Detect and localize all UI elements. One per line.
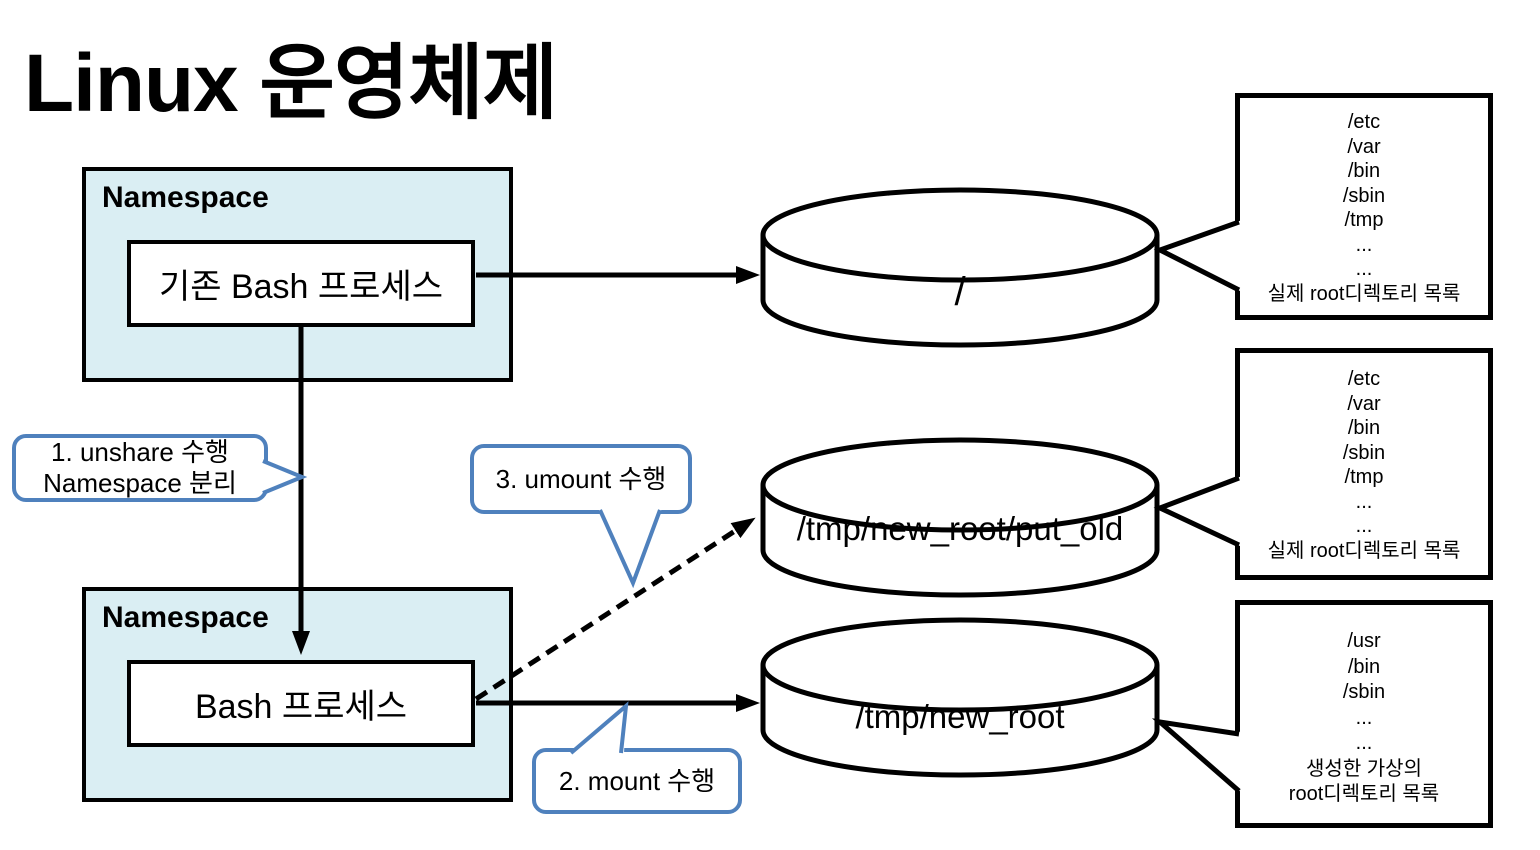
listing-line: ... <box>1355 490 1373 513</box>
namespace-1-label: Namespace <box>102 181 269 214</box>
listing-box-virtual-root: /usr /bin /sbin ... ... 생성한 가상의 root디렉토리… <box>1235 600 1493 828</box>
listing-line: /usr <box>1347 630 1381 652</box>
namespace-box-1: Namespace 기존 Bash 프로세스 <box>82 167 513 382</box>
callout-mount-label: 2. mount 수행 <box>558 765 716 796</box>
callout-unshare-tail <box>262 459 308 495</box>
disk-cylinder-root-icon: / <box>760 187 1160 348</box>
callout-umount-tail <box>598 508 662 589</box>
cylinder-root-label: / <box>954 270 966 314</box>
callout-mount-tail <box>569 701 629 755</box>
listing-line: /var <box>1347 135 1381 158</box>
connector-wedge-bottom <box>1151 718 1242 793</box>
connector-wedge-top <box>1153 219 1242 293</box>
cylinder-put-old-label: /tmp/new_root/put_old <box>797 510 1124 547</box>
callout-umount: 3. umount 수행 <box>470 444 692 514</box>
listing-line: /tmp <box>1344 466 1384 488</box>
process-box-bash: Bash 프로세스 <box>127 660 475 747</box>
arrow-dashed-bash-to-put-old <box>474 517 756 702</box>
callout-unshare-line1: 1. unshare 수행 <box>51 437 229 467</box>
callout-unshare-line2: Namespace 분리 <box>43 468 237 498</box>
listing-line: ... <box>1355 258 1373 280</box>
listing-line: /sbin <box>1342 681 1386 703</box>
listing-line: /sbin <box>1342 441 1386 464</box>
listing-line: /etc <box>1347 111 1381 133</box>
namespace-box-2: Namespace Bash 프로세스 <box>82 587 513 802</box>
listing-line: /sbin <box>1342 184 1386 207</box>
process-box-existing-bash: 기존 Bash 프로세스 <box>127 240 475 327</box>
connector-wedge-middle <box>1153 475 1242 548</box>
namespace-2-label: Namespace <box>102 601 269 634</box>
listing-box-real-root-top: /etc /var /bin /sbin /tmp ... ... 실제 roo… <box>1235 93 1493 320</box>
listing-line: /bin <box>1347 160 1381 182</box>
listing-line: ... <box>1355 515 1373 537</box>
disk-cylinder-new-root-icon: /tmp/new_root <box>760 617 1160 778</box>
listing-line: root디렉토리 목록 <box>1288 783 1440 805</box>
listing-line: /bin <box>1347 417 1381 439</box>
page-title: Linux 운영체제 <box>24 38 558 129</box>
listing-line: /var <box>1347 392 1381 415</box>
listing-line: 생성한 가상의 <box>1306 757 1422 780</box>
disk-cylinder-put-old-icon: /tmp/new_root/put_old <box>760 437 1160 598</box>
callout-mount: 2. mount 수행 <box>532 748 742 814</box>
callout-umount-label: 3. umount 수행 <box>495 463 667 494</box>
listing-box-real-root-mid: /etc /var /bin /sbin /tmp ... ... 실제 roo… <box>1235 348 1493 580</box>
callout-unshare: 1. unshare 수행 Namespace 분리 <box>12 434 268 502</box>
listing-line: ... <box>1355 233 1373 256</box>
listing-line: /etc <box>1347 368 1381 390</box>
cylinder-new-root-label: /tmp/new_root <box>855 698 1064 735</box>
listing-line: 실제 root디렉토리 목록 <box>1267 539 1461 562</box>
listing-line: ... <box>1355 732 1373 754</box>
listing-line: /tmp <box>1344 209 1384 231</box>
listing-line: ... <box>1355 706 1373 729</box>
listing-line: /bin <box>1347 655 1381 678</box>
listing-line: 실제 root디렉토리 목록 <box>1267 282 1461 305</box>
